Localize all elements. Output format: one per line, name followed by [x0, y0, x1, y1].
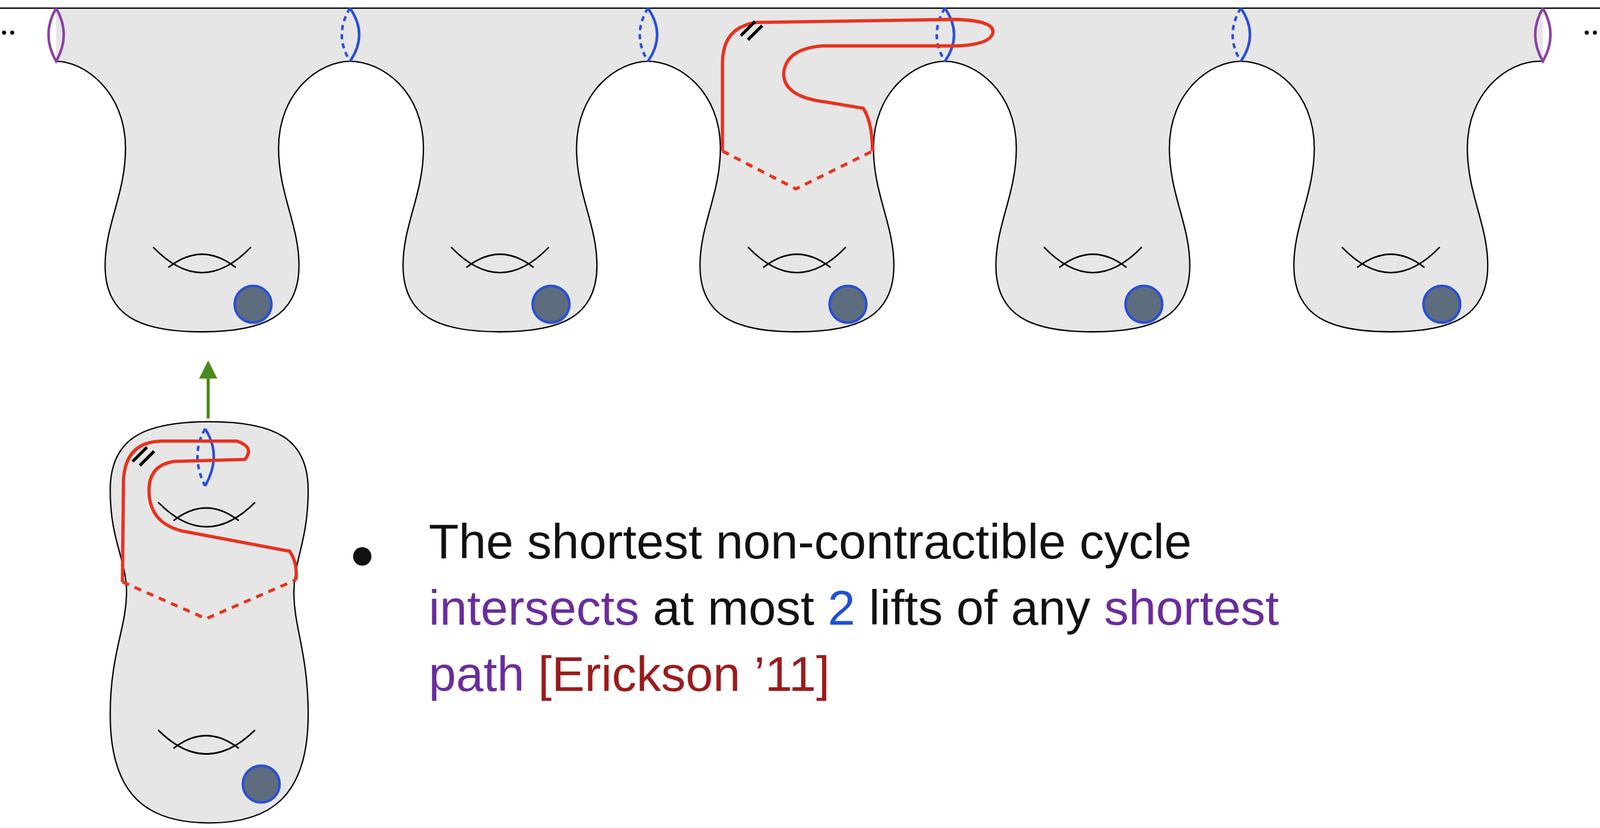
- puncture-disk: [243, 765, 280, 803]
- cover-top-edge: [0, 7, 1600, 9]
- handle: [747, 247, 846, 273]
- neck-loop: [936, 8, 945, 62]
- ellipsis-dot: [9, 30, 15, 35]
- ellipsis-dot: [1584, 30, 1589, 35]
- red-cycle-back: [722, 151, 873, 189]
- bullet: [353, 546, 372, 566]
- bullet-phrase: 2: [828, 579, 856, 635]
- neck-loop: [1240, 8, 1251, 62]
- bullet-text: The shortest non-contractible cycle inter…: [428, 508, 1283, 707]
- neck-loop: [647, 8, 658, 62]
- bullet-phrase: at most: [653, 579, 815, 635]
- cut-curve: [48, 8, 64, 62]
- puncture-disk: [1423, 285, 1461, 323]
- puncture-disk: [1125, 285, 1163, 323]
- cover-surface: [56, 8, 1544, 332]
- handle: [158, 501, 256, 527]
- bullet-phrase: The shortest non-contractible cycle: [428, 513, 1192, 569]
- neck-loop: [342, 8, 351, 62]
- hash-mark: [132, 446, 155, 466]
- handle: [152, 247, 251, 273]
- hash-mark: [740, 21, 763, 40]
- handle: [1341, 247, 1440, 273]
- red-cycle: [122, 440, 297, 582]
- red-cycle-back: [122, 579, 296, 619]
- ellipsis-dot: [1, 30, 6, 35]
- puncture-disk: [829, 285, 867, 323]
- cover-outline: [56, 61, 1544, 333]
- neck-loop: [944, 8, 955, 62]
- bullet-phrase: lifts of any: [869, 579, 1091, 635]
- neck-loop: [197, 428, 205, 487]
- genus-two-surface: [110, 421, 309, 823]
- cut-curve: [1534, 8, 1551, 62]
- handle: [1043, 247, 1142, 273]
- neck-loop: [1232, 8, 1241, 62]
- handle: [158, 729, 256, 754]
- neck-loop: [204, 428, 214, 487]
- red-cycle: [722, 19, 994, 152]
- lift-arrow: [206, 369, 210, 419]
- ellipsis-dot: [1592, 30, 1598, 35]
- puncture-disk: [234, 285, 272, 323]
- bullet-phrase: [Erickson ’11]: [538, 645, 830, 702]
- neck-loop: [350, 8, 360, 62]
- puncture-disk: [532, 285, 570, 323]
- handle: [450, 247, 549, 273]
- bullet-phrase: intersects: [428, 579, 639, 635]
- neck-loop: [639, 8, 648, 62]
